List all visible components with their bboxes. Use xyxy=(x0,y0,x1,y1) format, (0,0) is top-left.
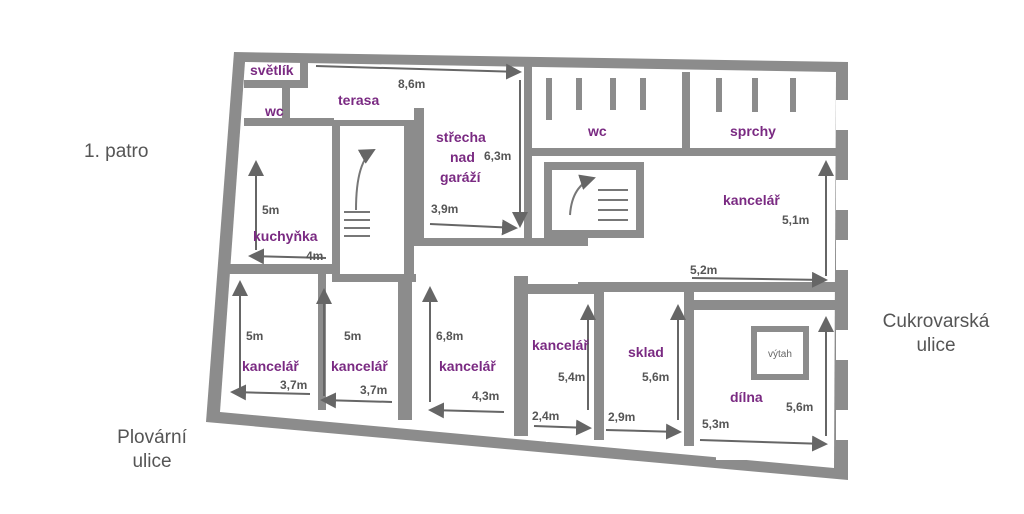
dim-kuchynka-width: 4m xyxy=(306,249,323,263)
dim-kancelar-1-width: 3,7m xyxy=(280,378,307,392)
dim-kancelar-4-depth: 5,4m xyxy=(558,370,585,384)
room-label-kancelar-1: kancelář xyxy=(242,358,299,374)
room-label-strecha-2: nad xyxy=(450,149,475,165)
interior-walls xyxy=(220,60,836,446)
dim-strecha-width: 3,9m xyxy=(431,202,458,216)
room-label-svetlik: světlík xyxy=(250,62,294,78)
room-label-kuchynka: kuchyňka xyxy=(253,228,318,244)
room-label-kancelar-4: kancelář xyxy=(532,337,589,353)
dim-kancelar-3-width: 4,3m xyxy=(472,389,499,403)
windows xyxy=(252,100,850,460)
dim-kancelar-4-width: 2,4m xyxy=(532,409,559,423)
stairs xyxy=(344,149,628,237)
room-label-kancelar-east: kancelář xyxy=(723,192,780,208)
dim-sklad-width: 2,9m xyxy=(608,410,635,424)
street-label-plovarni: Plovární ulice xyxy=(100,426,204,474)
room-label-strecha-3: garáží xyxy=(440,169,482,185)
floor-label: 1. patro xyxy=(84,141,149,162)
room-label-sklad: sklad xyxy=(628,344,664,360)
dim-kancelar-2-width: 3,7m xyxy=(360,383,387,397)
street-suffix-cukrovarska: ulice xyxy=(916,335,956,356)
room-label-wc-right: wc xyxy=(587,123,607,139)
dim-kuchynka-depth: 5m xyxy=(262,203,279,217)
dim-kancelar-1-depth: 5m xyxy=(246,329,263,343)
room-label-kancelar-3: kancelář xyxy=(439,358,496,374)
dim-kancelar-east-width: 5,2m xyxy=(690,263,717,277)
dim-terasa-width: 8,6m xyxy=(398,77,425,91)
street-name-cukrovarska: Cukrovarská xyxy=(882,311,990,332)
dim-strecha-depth: 6,3m xyxy=(484,149,511,163)
street-suffix-plovarni: ulice xyxy=(132,451,172,472)
room-label-terasa: terasa xyxy=(338,92,379,108)
dim-sklad-depth: 5,6m xyxy=(642,370,669,384)
dim-kancelar-east-depth: 5,1m xyxy=(782,213,809,227)
room-label-vytah: výtah xyxy=(768,349,792,360)
dim-dilna-width: 5,3m xyxy=(702,417,729,431)
dim-dilna-depth: 5,6m xyxy=(786,400,813,414)
room-label-kancelar-2: kancelář xyxy=(331,358,388,374)
street-name-plovarni: Plovární xyxy=(117,427,187,448)
dim-kancelar-3-depth: 6,8m xyxy=(436,329,463,343)
room-label-wc-left: wc xyxy=(264,103,284,119)
room-label-strecha-1: střecha xyxy=(436,129,486,145)
room-label-sprchy: sprchy xyxy=(730,123,776,139)
room-label-dilna: dílna xyxy=(730,389,763,405)
street-label-cukrovarska: Cukrovarská ulice xyxy=(856,310,1016,358)
dimension-arrows xyxy=(230,63,834,452)
dim-kancelar-2-depth: 5m xyxy=(344,329,361,343)
